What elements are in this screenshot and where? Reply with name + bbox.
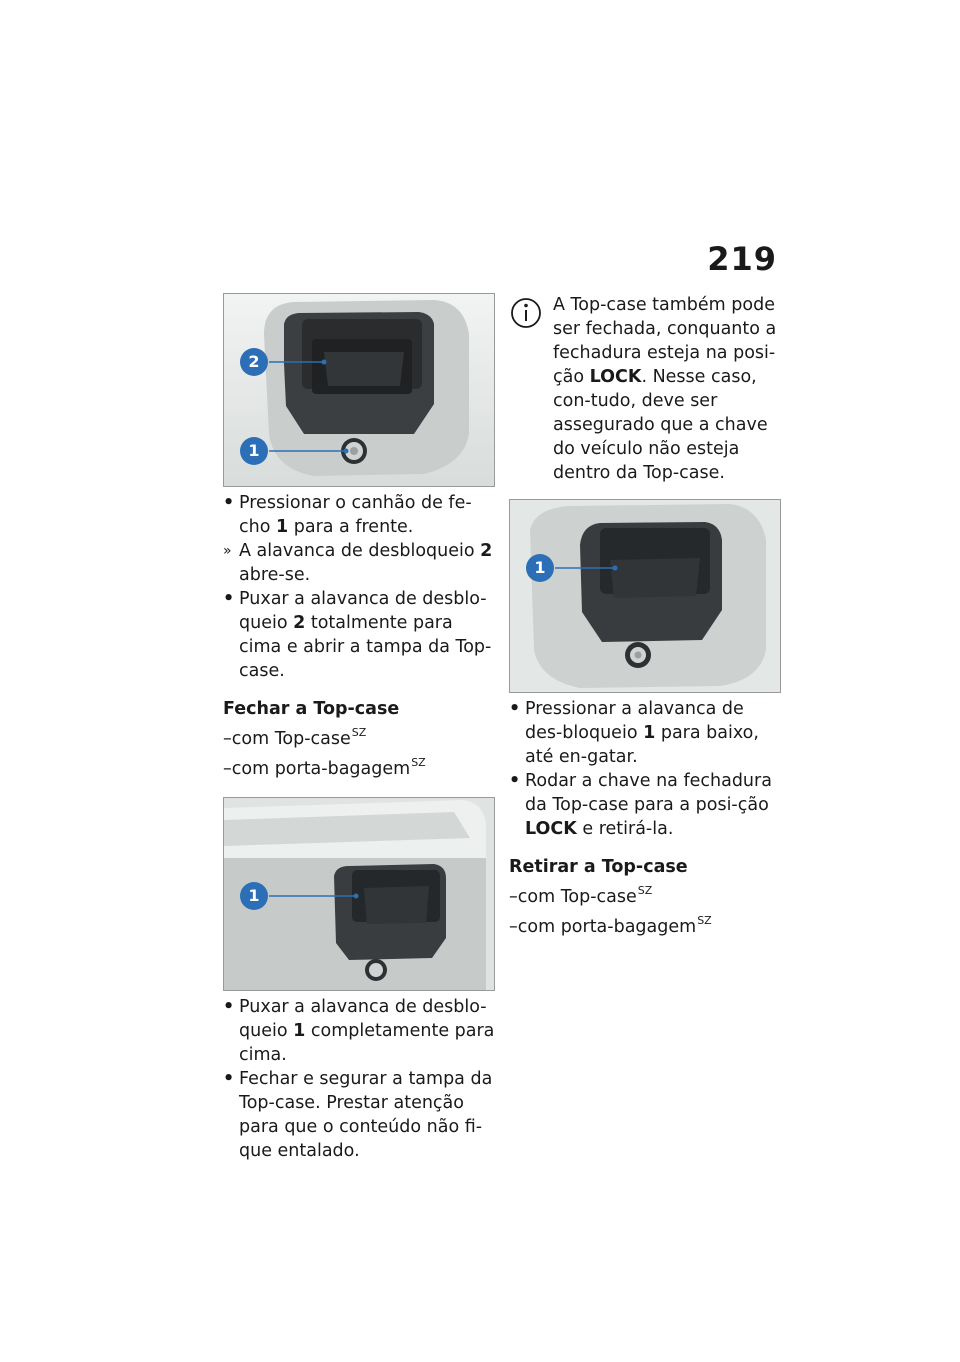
info-note: A Top-case também pode ser fechada, conq…: [509, 293, 781, 485]
bullet-mark: •: [223, 1069, 235, 1089]
step-close-lid: • Fechar e segurar a tampa da Top-case. …: [223, 1069, 493, 1161]
bullet-mark: •: [509, 771, 521, 791]
section-heading-close: Fechar a Top-case: [223, 699, 400, 719]
bullet-mark: •: [223, 589, 235, 609]
precondition: –com porta-bagagemSZ: [223, 756, 426, 779]
section-heading-remove: Retirar a Top-case: [509, 857, 688, 877]
figure-topcase-lock: 2 1: [223, 293, 495, 487]
callout-1: 1: [248, 886, 260, 905]
callout-1: 1: [534, 558, 546, 577]
callout-2: 2: [248, 352, 260, 371]
result-mark: »: [223, 543, 232, 559]
figure-topcase-open-lid: 1: [223, 797, 495, 991]
step-press-lock: • Pressionar o canhão de fe-cho 1 para a…: [223, 493, 472, 537]
bullet-mark: •: [223, 493, 235, 513]
step-pull-lever: • Puxar a alavanca de desblo-queio 2 tot…: [223, 589, 492, 681]
step-press-lever-down: • Pressionar a alavanca de des-bloqueio …: [509, 699, 759, 767]
right-column: A Top-case também pode ser fechada, conq…: [509, 293, 781, 939]
page-number: 219: [707, 240, 777, 278]
bullet-mark: •: [509, 699, 521, 719]
figure-topcase-closed: 1: [509, 499, 781, 693]
result-lever-opens: » A alavanca de desbloqueio 2 abre-se.: [223, 541, 493, 585]
left-column: 2 1 • Pressionar o canhão de fe-cho 1 pa…: [223, 293, 495, 1163]
precondition: –com Top-caseSZ: [223, 726, 367, 749]
callout-1: 1: [248, 441, 260, 460]
step-pull-lever-up: • Puxar a alavanca de desblo-queio 1 com…: [223, 997, 495, 1065]
precondition: –com Top-caseSZ: [509, 884, 653, 907]
bullet-mark: •: [223, 997, 235, 1017]
step-turn-key: • Rodar a chave na fechadura da Top-case…: [509, 771, 772, 839]
precondition: –com porta-bagagemSZ: [509, 914, 712, 937]
info-icon: [509, 295, 543, 338]
